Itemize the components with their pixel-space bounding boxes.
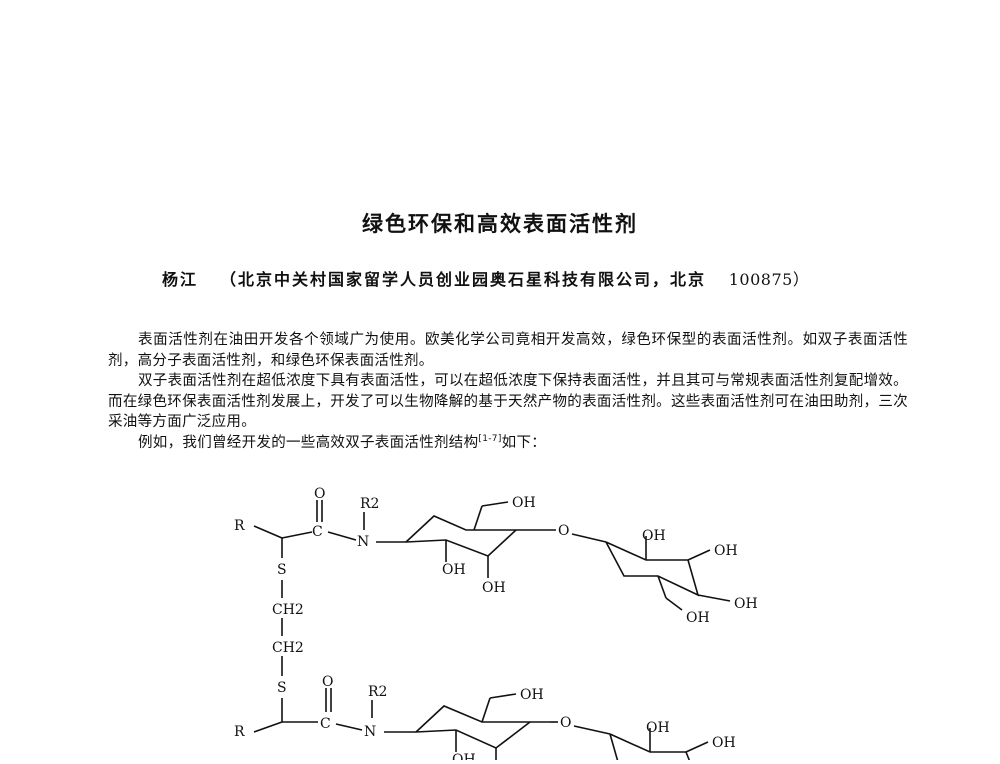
s-label-bottom: S [277, 680, 287, 696]
author-name: 杨江 [162, 270, 199, 289]
gemini-surfactant-structure-icon: R C O N R2 S CH2 CH2 [234, 486, 758, 764]
glycosidic-o-top: O [558, 523, 569, 539]
c-label-top: C [312, 524, 323, 540]
oh-label: OH [452, 752, 476, 760]
carbonyl-o-bottom: O [322, 674, 333, 690]
byline: 杨江 （北京中关村国家留学人员创业园奥石星科技有限公司，北京 100875） [162, 266, 809, 290]
r-label-top: R [234, 518, 245, 534]
s-label-top: S [277, 562, 287, 578]
oh-label: OH [646, 720, 670, 736]
oh-label: OH [642, 528, 666, 544]
article-body: 表面活性剂在油田开发各个领域广为使用。欧美化学公司竟相开发高效，绿色环保型的表面… [108, 330, 908, 453]
affiliation: （北京中关村国家留学人员创业园奥石星科技有限公司，北京 [220, 270, 707, 289]
oh-label: OH [686, 610, 710, 626]
oh-label: OH [734, 596, 758, 612]
n-label-top: N [357, 534, 369, 550]
chemical-structure-figure: R C O N R2 S CH2 CH2 [220, 480, 780, 764]
article-title: 绿色环保和高效表面活性剂 [362, 212, 638, 236]
r2-label-bottom: R2 [368, 684, 387, 700]
r-label-bottom: R [234, 724, 245, 740]
n-label-bottom: N [364, 724, 376, 740]
oh-label: OH [714, 543, 738, 559]
glycosidic-o-bottom: O [560, 715, 571, 731]
oh-label: OH [482, 580, 506, 596]
c-label-bottom: C [320, 716, 331, 732]
r2-label-top: R2 [360, 496, 379, 512]
postal-code: 100875） [728, 270, 810, 289]
paragraph-3: 例如，我们曾经开发的一些高效双子表面活性剂结构[1-7]如下： [108, 433, 908, 454]
oh-label: OH [712, 735, 736, 751]
oh-label: OH [442, 562, 466, 578]
oh-label: OH [520, 687, 544, 703]
carbonyl-o-top: O [314, 486, 325, 502]
ch2-label-1: CH2 [272, 602, 304, 618]
oh-label: OH [512, 495, 536, 511]
paragraph-3-text: 例如，我们曾经开发的一些高效双子表面活性剂结构 [138, 434, 479, 451]
paragraph-3-tail: 如下： [501, 434, 547, 451]
citation-ref: [1-7] [478, 433, 502, 444]
ch2-label-2: CH2 [272, 640, 304, 656]
paragraph-1: 表面活性剂在油田开发各个领域广为使用。欧美化学公司竟相开发高效，绿色环保型的表面… [108, 332, 908, 369]
paragraph-2: 双子表面活性剂在超低浓度下具有表面活性，可以在超低浓度下保持表面活性，并且其可与… [108, 373, 908, 430]
